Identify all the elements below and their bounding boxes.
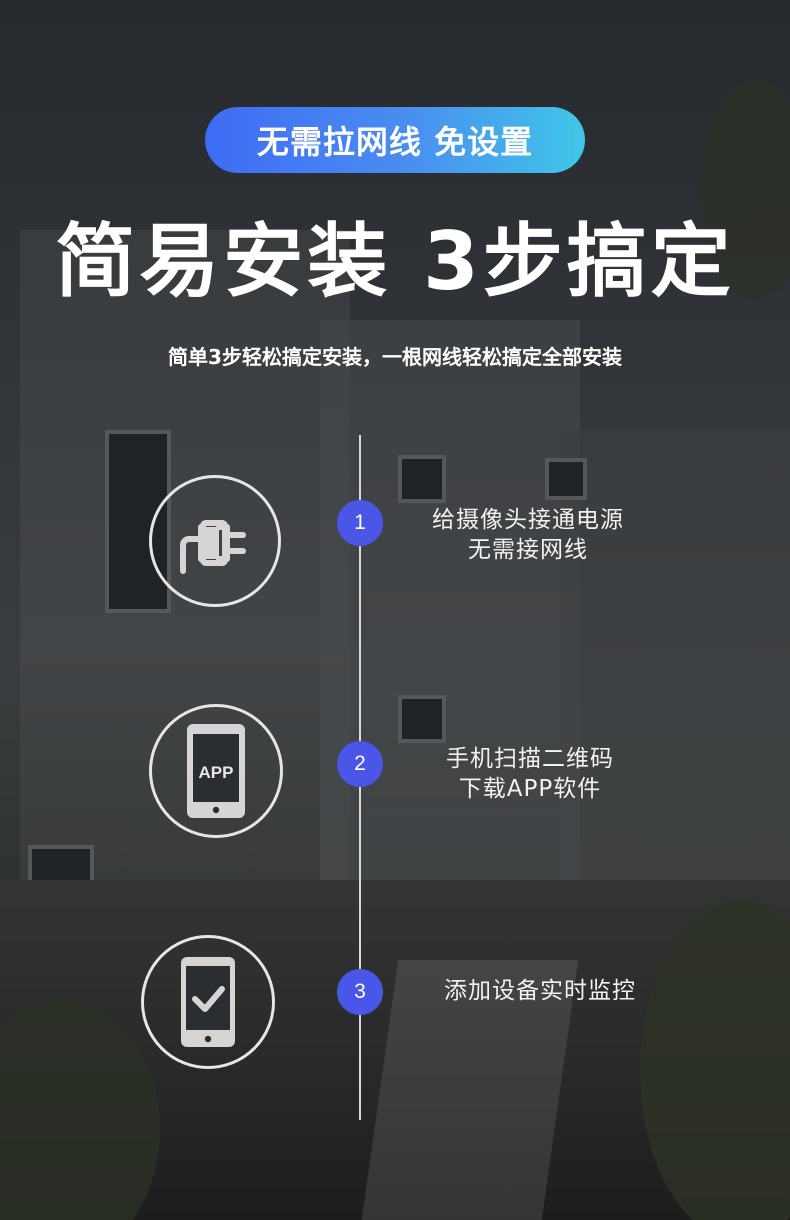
phone-app-icon bbox=[187, 724, 245, 818]
page-subtitle: 简单3步轻松搞定安装，一根网线轻松搞定全部安装 bbox=[168, 345, 622, 369]
step-2-icon-circle: APP bbox=[149, 704, 283, 838]
page-title: 简易安装 3步搞定 bbox=[55, 215, 735, 308]
step-3-line-1: 添加设备实时监控 bbox=[444, 978, 636, 1004]
power-plug-icon bbox=[180, 520, 246, 574]
step-3-description: 添加设备实时监控 bbox=[420, 976, 660, 1006]
app-label: APP bbox=[198, 763, 234, 782]
step-2-number: 2 bbox=[337, 741, 383, 787]
phone-check-icon bbox=[181, 957, 235, 1047]
step-1-line-1: 给摄像头接通电源 bbox=[432, 507, 624, 533]
step-1-icon-circle bbox=[149, 475, 281, 607]
badge-label: 无需拉网线 免设置 bbox=[256, 123, 534, 161]
step-2-line-1: 手机扫描二维码 bbox=[446, 746, 614, 772]
step-2-line-2: 下载APP软件 bbox=[458, 776, 602, 802]
step-2-description: 手机扫描二维码 下载APP软件 bbox=[410, 744, 650, 804]
step-1-number: 1 bbox=[337, 500, 383, 546]
step-3-number: 3 bbox=[337, 969, 383, 1015]
step-3-icon-circle bbox=[141, 935, 275, 1069]
step-1-description: 给摄像头接通电源 无需接网线 bbox=[400, 505, 656, 565]
step-1-line-2: 无需接网线 bbox=[468, 537, 588, 563]
no-cable-badge: 无需拉网线 免设置 bbox=[205, 107, 585, 173]
